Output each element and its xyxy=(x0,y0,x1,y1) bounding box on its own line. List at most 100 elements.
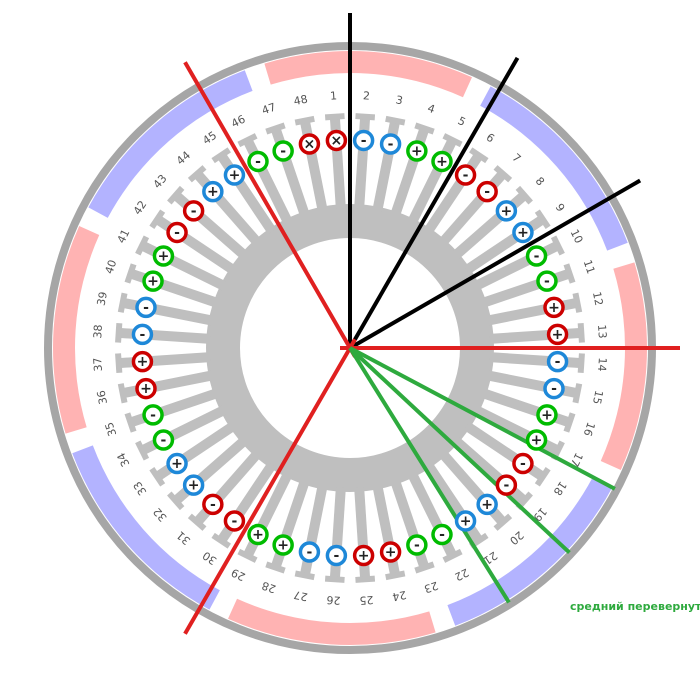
coil-sign: + xyxy=(436,154,448,170)
tooth-tip xyxy=(385,115,406,126)
coil-circle xyxy=(536,404,558,426)
coil-marker: - xyxy=(525,245,548,267)
coil-circle xyxy=(431,150,453,173)
coil-circle xyxy=(298,541,321,563)
coil-sign: - xyxy=(463,168,469,184)
coil-marker: + xyxy=(142,270,164,292)
slot-number: 45 xyxy=(200,129,219,148)
tooth-tip xyxy=(385,570,406,581)
coil-marker: - xyxy=(272,140,294,162)
tooth-tip xyxy=(117,292,128,313)
coil-sign: - xyxy=(534,249,540,265)
pole-segment-pink xyxy=(52,226,100,434)
coil-circle xyxy=(379,133,402,155)
coil-marker: + xyxy=(454,510,477,532)
tooth-tip xyxy=(167,491,185,511)
slot-number: 32 xyxy=(151,505,170,524)
slot-number: 38 xyxy=(91,324,105,339)
tooth-tip xyxy=(414,122,435,135)
coil-marker: - xyxy=(546,350,569,373)
coil-marker: + xyxy=(476,493,498,516)
tooth-tip xyxy=(149,209,166,229)
coil-sign: - xyxy=(439,527,445,543)
coil-sign: - xyxy=(503,478,509,494)
pole-segment-blue xyxy=(447,478,612,626)
tooth-tip xyxy=(414,561,435,574)
tooth-tip xyxy=(572,383,583,404)
coil-sign: + xyxy=(548,300,560,316)
coil-sign: + xyxy=(171,456,183,472)
coil-circle xyxy=(476,180,498,203)
coil-marker: - xyxy=(495,474,518,496)
coil-sign: - xyxy=(191,203,197,219)
coil-marker: - xyxy=(135,296,157,319)
slot-number: 26 xyxy=(326,593,341,607)
coil-sign: - xyxy=(333,548,339,564)
coil-sign: + xyxy=(277,537,289,553)
coil-sign: + xyxy=(481,497,493,513)
coil-sign: - xyxy=(544,274,550,290)
slot-number: 20 xyxy=(507,528,526,547)
coil-sign: + xyxy=(158,249,170,265)
tooth-tip xyxy=(355,575,376,583)
coil-circle xyxy=(202,180,224,203)
pole-segment-blue xyxy=(88,70,253,218)
coil-sign: - xyxy=(174,225,180,241)
coil-sign: - xyxy=(232,513,238,529)
coil-marker: - xyxy=(536,270,558,292)
coil-markers: ×--++--++--++--++--++--++--++--++--++--+… xyxy=(131,129,569,567)
coil-circle xyxy=(543,377,565,400)
pole-segment-pink xyxy=(228,598,436,645)
coil-sign: - xyxy=(361,133,367,149)
slot-number: 33 xyxy=(131,479,150,498)
tooth-tip xyxy=(167,185,185,205)
slot-number: 28 xyxy=(260,579,277,596)
coil-sign: + xyxy=(252,527,264,543)
coil-marker: + xyxy=(431,150,453,173)
tooth-tip xyxy=(237,548,258,563)
slot-number: 11 xyxy=(581,258,598,275)
coil-circle xyxy=(135,296,157,319)
slot-number: 42 xyxy=(131,198,150,217)
coil-sign: + xyxy=(188,478,200,494)
slot-number: 22 xyxy=(453,566,471,584)
coil-circle xyxy=(202,493,224,516)
coil-sign: - xyxy=(484,184,490,200)
coil-sign: + xyxy=(552,327,564,343)
coil-circle xyxy=(454,510,477,532)
slot-number: 27 xyxy=(293,588,309,603)
tooth-tip xyxy=(124,412,137,433)
coil-marker: - xyxy=(142,404,164,426)
coil-circle xyxy=(512,221,534,244)
tooth-tip xyxy=(294,570,315,581)
coil-circle xyxy=(298,133,321,155)
coil-sign: - xyxy=(520,456,526,472)
coil-marker: + xyxy=(379,541,402,563)
coil-marker: - xyxy=(131,323,154,346)
coil-circle xyxy=(247,150,269,173)
pole-segment-blue xyxy=(480,86,628,251)
tooth-tip xyxy=(211,532,231,549)
coil-circle xyxy=(512,452,534,475)
coil-circle xyxy=(525,245,548,267)
slot-number: 37 xyxy=(91,357,105,372)
slot-number: 35 xyxy=(102,420,119,437)
slot-number: 8 xyxy=(533,175,547,189)
coil-circle xyxy=(142,404,164,426)
tooth-tip xyxy=(124,263,137,284)
coil-marker: + xyxy=(131,350,154,373)
coil-sign: - xyxy=(307,545,313,561)
coil-circle xyxy=(525,429,548,451)
axis-line-green xyxy=(348,346,511,604)
tooth-tip xyxy=(135,440,150,461)
coil-marker: × xyxy=(325,129,348,152)
coil-circle xyxy=(131,350,154,373)
slot-number: 16 xyxy=(581,420,598,437)
slot-number: 31 xyxy=(174,528,193,547)
coil-circle xyxy=(495,200,518,222)
coil-marker: + xyxy=(223,164,246,186)
coil-marker: + xyxy=(272,534,294,556)
slot-number: 5 xyxy=(456,114,468,129)
